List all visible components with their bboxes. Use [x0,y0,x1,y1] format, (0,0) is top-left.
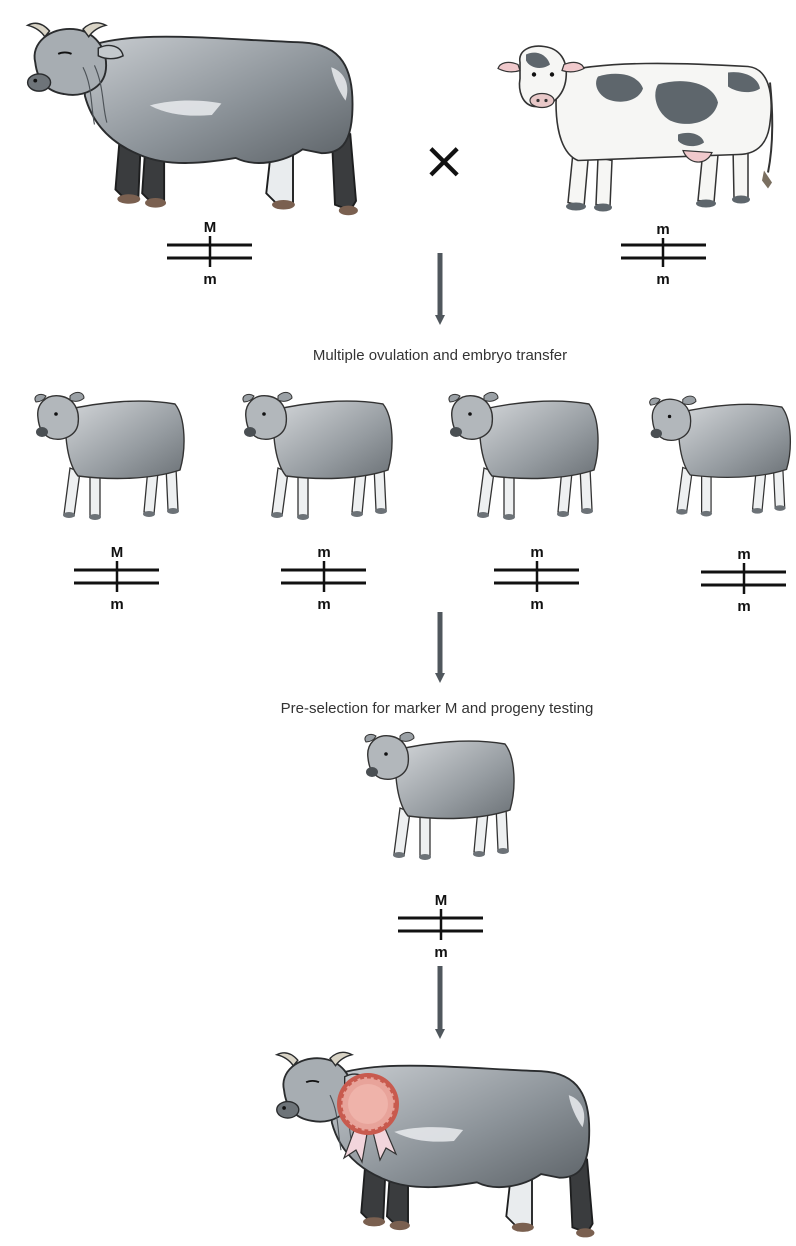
offspring-genotype-3: m m [494,544,579,613]
bull-genotype: M m [167,219,252,288]
selected-calf [364,731,515,861]
offspring-2-bottom-allele: m [317,596,330,613]
calf-icon [364,731,515,861]
offspring-calf-1 [34,391,185,521]
bull-parent [26,21,359,217]
calf-icon [648,395,792,518]
cow-top-allele: m [656,221,669,238]
rosette-icon [337,1073,399,1164]
offspring-genotype-2: m m [281,544,366,613]
offspring-calf-3 [448,391,599,521]
bull-icon [26,21,359,217]
offspring-1-top-allele: M [111,544,124,561]
prize-bull [275,1051,596,1239]
calf-icon [34,391,185,521]
selected-top-allele: M [435,892,448,909]
offspring-genotype-4: m m [701,546,786,615]
offspring-2-top-allele: m [317,544,330,561]
calf-icon [242,391,393,521]
offspring-calf-2 [242,391,393,521]
step2-label: Pre-selection for marker M and progeny t… [281,700,594,717]
cross-symbol: × [422,131,466,191]
offspring-4-bottom-allele: m [737,598,750,615]
holstein-cow-parent [496,45,774,213]
offspring-3-top-allele: m [530,544,543,561]
calf-icon [448,391,599,521]
offspring-3-bottom-allele: m [530,596,543,613]
offspring-genotype-1: M m [74,544,159,613]
step1-label: Multiple ovulation and embryo transfer [313,347,567,364]
holstein-cow-icon [496,45,774,213]
cow-bottom-allele: m [656,271,669,288]
offspring-1-bottom-allele: m [110,596,123,613]
offspring-calf-4 [648,395,792,518]
selected-genotype: M m [398,892,483,961]
cow-genotype: m m [621,221,706,288]
selected-bottom-allele: m [434,944,447,961]
bull-top-allele: M [204,219,217,236]
bull-bottom-allele: m [203,271,216,288]
prize-bull-icon [275,1051,596,1239]
offspring-4-top-allele: m [737,546,750,563]
